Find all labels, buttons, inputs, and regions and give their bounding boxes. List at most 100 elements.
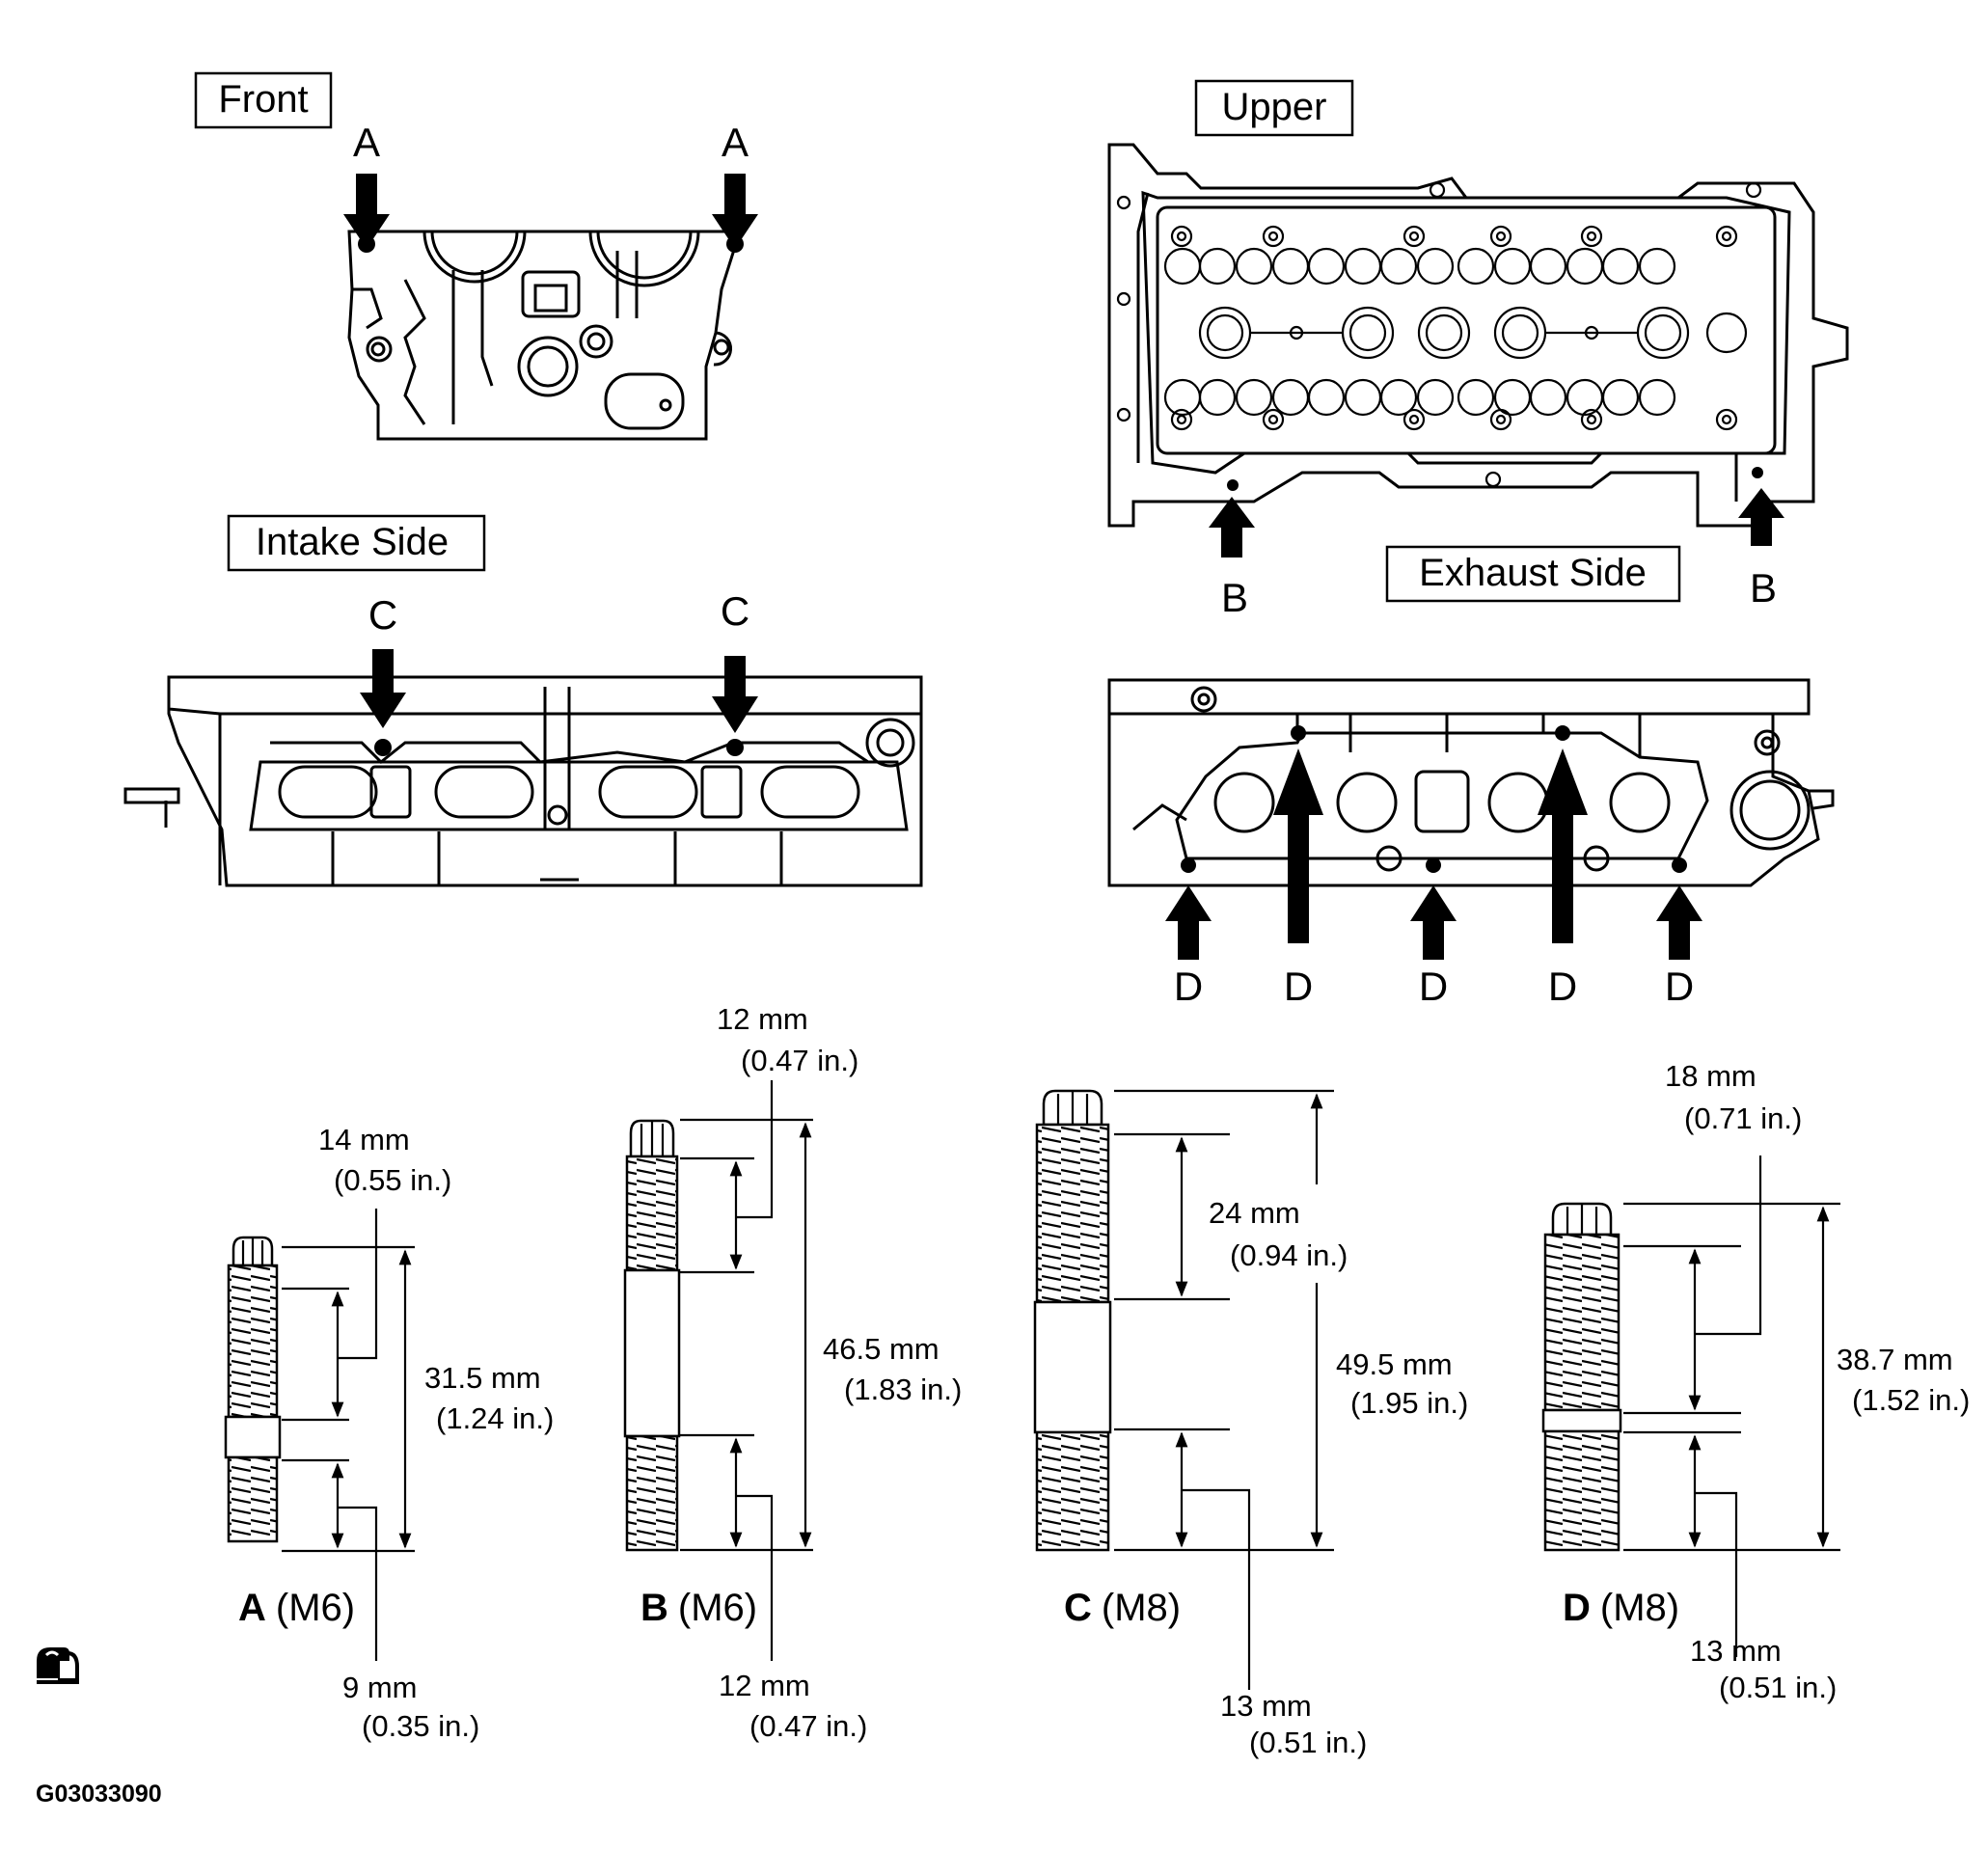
bolt-b-shank [623,1268,681,1438]
bolt-d-upper-in: (0.71 in.) [1684,1101,1802,1135]
front-head-drawing [347,230,746,441]
bolt-a-lower-thread [227,1455,279,1543]
point-b-left-marker [1227,479,1239,491]
exhaust-head-drawing [1107,678,1835,887]
point-a-right-label: A [722,120,749,165]
bolt-c-total-mm: 49.5 mm [1336,1347,1453,1381]
bolt-a-total-mm: 31.5 mm [424,1361,541,1395]
intake-label: Intake Side [256,521,449,563]
point-c-left-arrow [360,649,406,728]
bolt-c-caption-letter: C [1064,1587,1092,1629]
upper-view: Upper [1107,79,1849,620]
bolt-b-caption-size: (M6) [678,1587,757,1629]
bolt-b-lower-mm: 12 mm [719,1669,810,1702]
bolt-b-total-mm: 46.5 mm [823,1332,940,1366]
bolt-a-shank [224,1415,282,1459]
bolt-c-lower-thread [1035,1430,1110,1552]
point-d-label-3: D [1419,964,1448,1009]
upper-head-drawing [1107,143,1849,528]
front-label: Front [218,78,308,121]
exhaust-view: Exhaust Side D D [1107,545,1835,1009]
intake-label-box [227,514,486,572]
upper-label: Upper [1222,86,1327,128]
point-c-left-marker [374,739,392,756]
bolt-d-lower-mm: 13 mm [1690,1634,1782,1668]
bolt-a-lower-mm: 9 mm [342,1671,418,1704]
exhaust-label: Exhaust Side [1419,552,1647,594]
point-a-left-arrow [343,174,390,249]
point-d-dot-2 [1291,725,1306,741]
point-b-right-arrow [1738,488,1784,546]
upper-valve-pockets [1163,247,1676,417]
point-d-label-5: D [1665,964,1694,1009]
bolt-b-upper-in: (0.47 in.) [741,1044,858,1077]
bolt-c-total-in: (1.95 in.) [1350,1386,1468,1420]
bolt-c: 24 mm (0.94 in.) 49.5 mm (1.95 in.) 13 m… [1033,1089,1468,1759]
point-d-arrow-5 [1656,885,1702,960]
bolt-a: 14 mm (0.55 in.) 31.5 mm (1.24 in.) 9 mm… [224,1123,554,1743]
bolt-b-caption: B(M6) [640,1587,757,1629]
point-d-dot-4 [1555,725,1570,741]
bolt-a-upper-in: (0.55 in.) [334,1163,451,1197]
bolt-b-lower-in: (0.47 in.) [749,1709,867,1743]
bolt-d-lower-thread [1543,1429,1620,1552]
point-a-left-label: A [353,120,380,165]
point-b-left-arrow [1209,497,1255,557]
point-d-label-4: D [1548,964,1577,1009]
bolt-b-total-in: (1.83 in.) [844,1373,962,1406]
point-b-right-label: B [1750,565,1777,611]
bolt-a-upper-mm: 14 mm [318,1123,410,1156]
point-c-left-label: C [368,592,397,638]
bolt-c-caption: C(M8) [1064,1587,1181,1629]
bolt-c-shank [1033,1300,1112,1434]
point-d-label-2: D [1284,964,1313,1009]
point-c-right-arrow [712,656,758,733]
front-label-box [194,71,333,129]
bolt-b-upper-thread [625,1155,679,1272]
point-b-left-label: B [1221,575,1248,620]
exhaust-label-box [1385,545,1681,603]
point-b-right-marker [1752,467,1763,478]
bolt-d-shank [1541,1408,1622,1433]
point-d-label-1: D [1174,964,1203,1009]
front-view: Front A A [194,71,758,441]
intake-head-drawing [123,675,923,887]
bolt-c-caption-size: (M8) [1102,1587,1181,1629]
point-d-arrow-3 [1410,885,1457,960]
bolt-d-lower-in: (0.51 in.) [1719,1671,1837,1704]
bolt-a-caption-size: (M6) [276,1587,355,1629]
upper-cam-bores [1116,181,1762,488]
point-d-dot-3 [1426,857,1441,873]
figure-id: G03033090 [36,1781,162,1808]
point-d-dot-1 [1181,857,1196,873]
bolt-b-lower-thread [625,1434,679,1552]
bolt-d-total-mm: 38.7 mm [1837,1343,1953,1376]
bolt-d-upper-thread [1543,1233,1620,1412]
bolt-d-caption: D(M8) [1563,1587,1679,1629]
bolt-a-caption-letter: A [238,1587,266,1629]
bolt-d-upper-mm: 18 mm [1665,1059,1757,1093]
point-c-right-marker [726,739,744,756]
bolt-c-lower-in: (0.51 in.) [1249,1726,1367,1759]
bolt-a-lower-in: (0.35 in.) [362,1709,479,1743]
bolt-d: 18 mm (0.71 in.) 38.7 mm (1.52 in.) 13 m… [1541,1059,1970,1704]
bolt-a-caption: A(M6) [238,1587,355,1629]
bolt-d-caption-size: (M8) [1600,1587,1679,1629]
point-d-arrow-2 [1273,748,1323,943]
intake-view: Intake Side C C [123,514,923,887]
point-a-right-arrow [712,174,758,249]
adhesive-icon [37,1647,79,1684]
bolt-c-upper-thread [1035,1123,1110,1304]
bolt-a-total-in: (1.24 in.) [436,1401,554,1435]
point-d-dot-5 [1672,857,1687,873]
bolt-a-upper-thread [227,1264,279,1419]
bolt-c-upper-in: (0.94 in.) [1230,1238,1348,1272]
bolt-c-lower-mm: 13 mm [1220,1689,1312,1723]
point-d-arrow-4 [1538,748,1588,943]
bolt-c-upper-mm: 24 mm [1209,1196,1300,1230]
upper-label-box [1194,79,1354,137]
point-d-arrow-1 [1165,885,1212,960]
bolt-b: 12 mm (0.47 in.) 46.5 mm (1.83 in.) 12 m… [623,1002,962,1743]
bolt-b-upper-mm: 12 mm [717,1002,808,1036]
